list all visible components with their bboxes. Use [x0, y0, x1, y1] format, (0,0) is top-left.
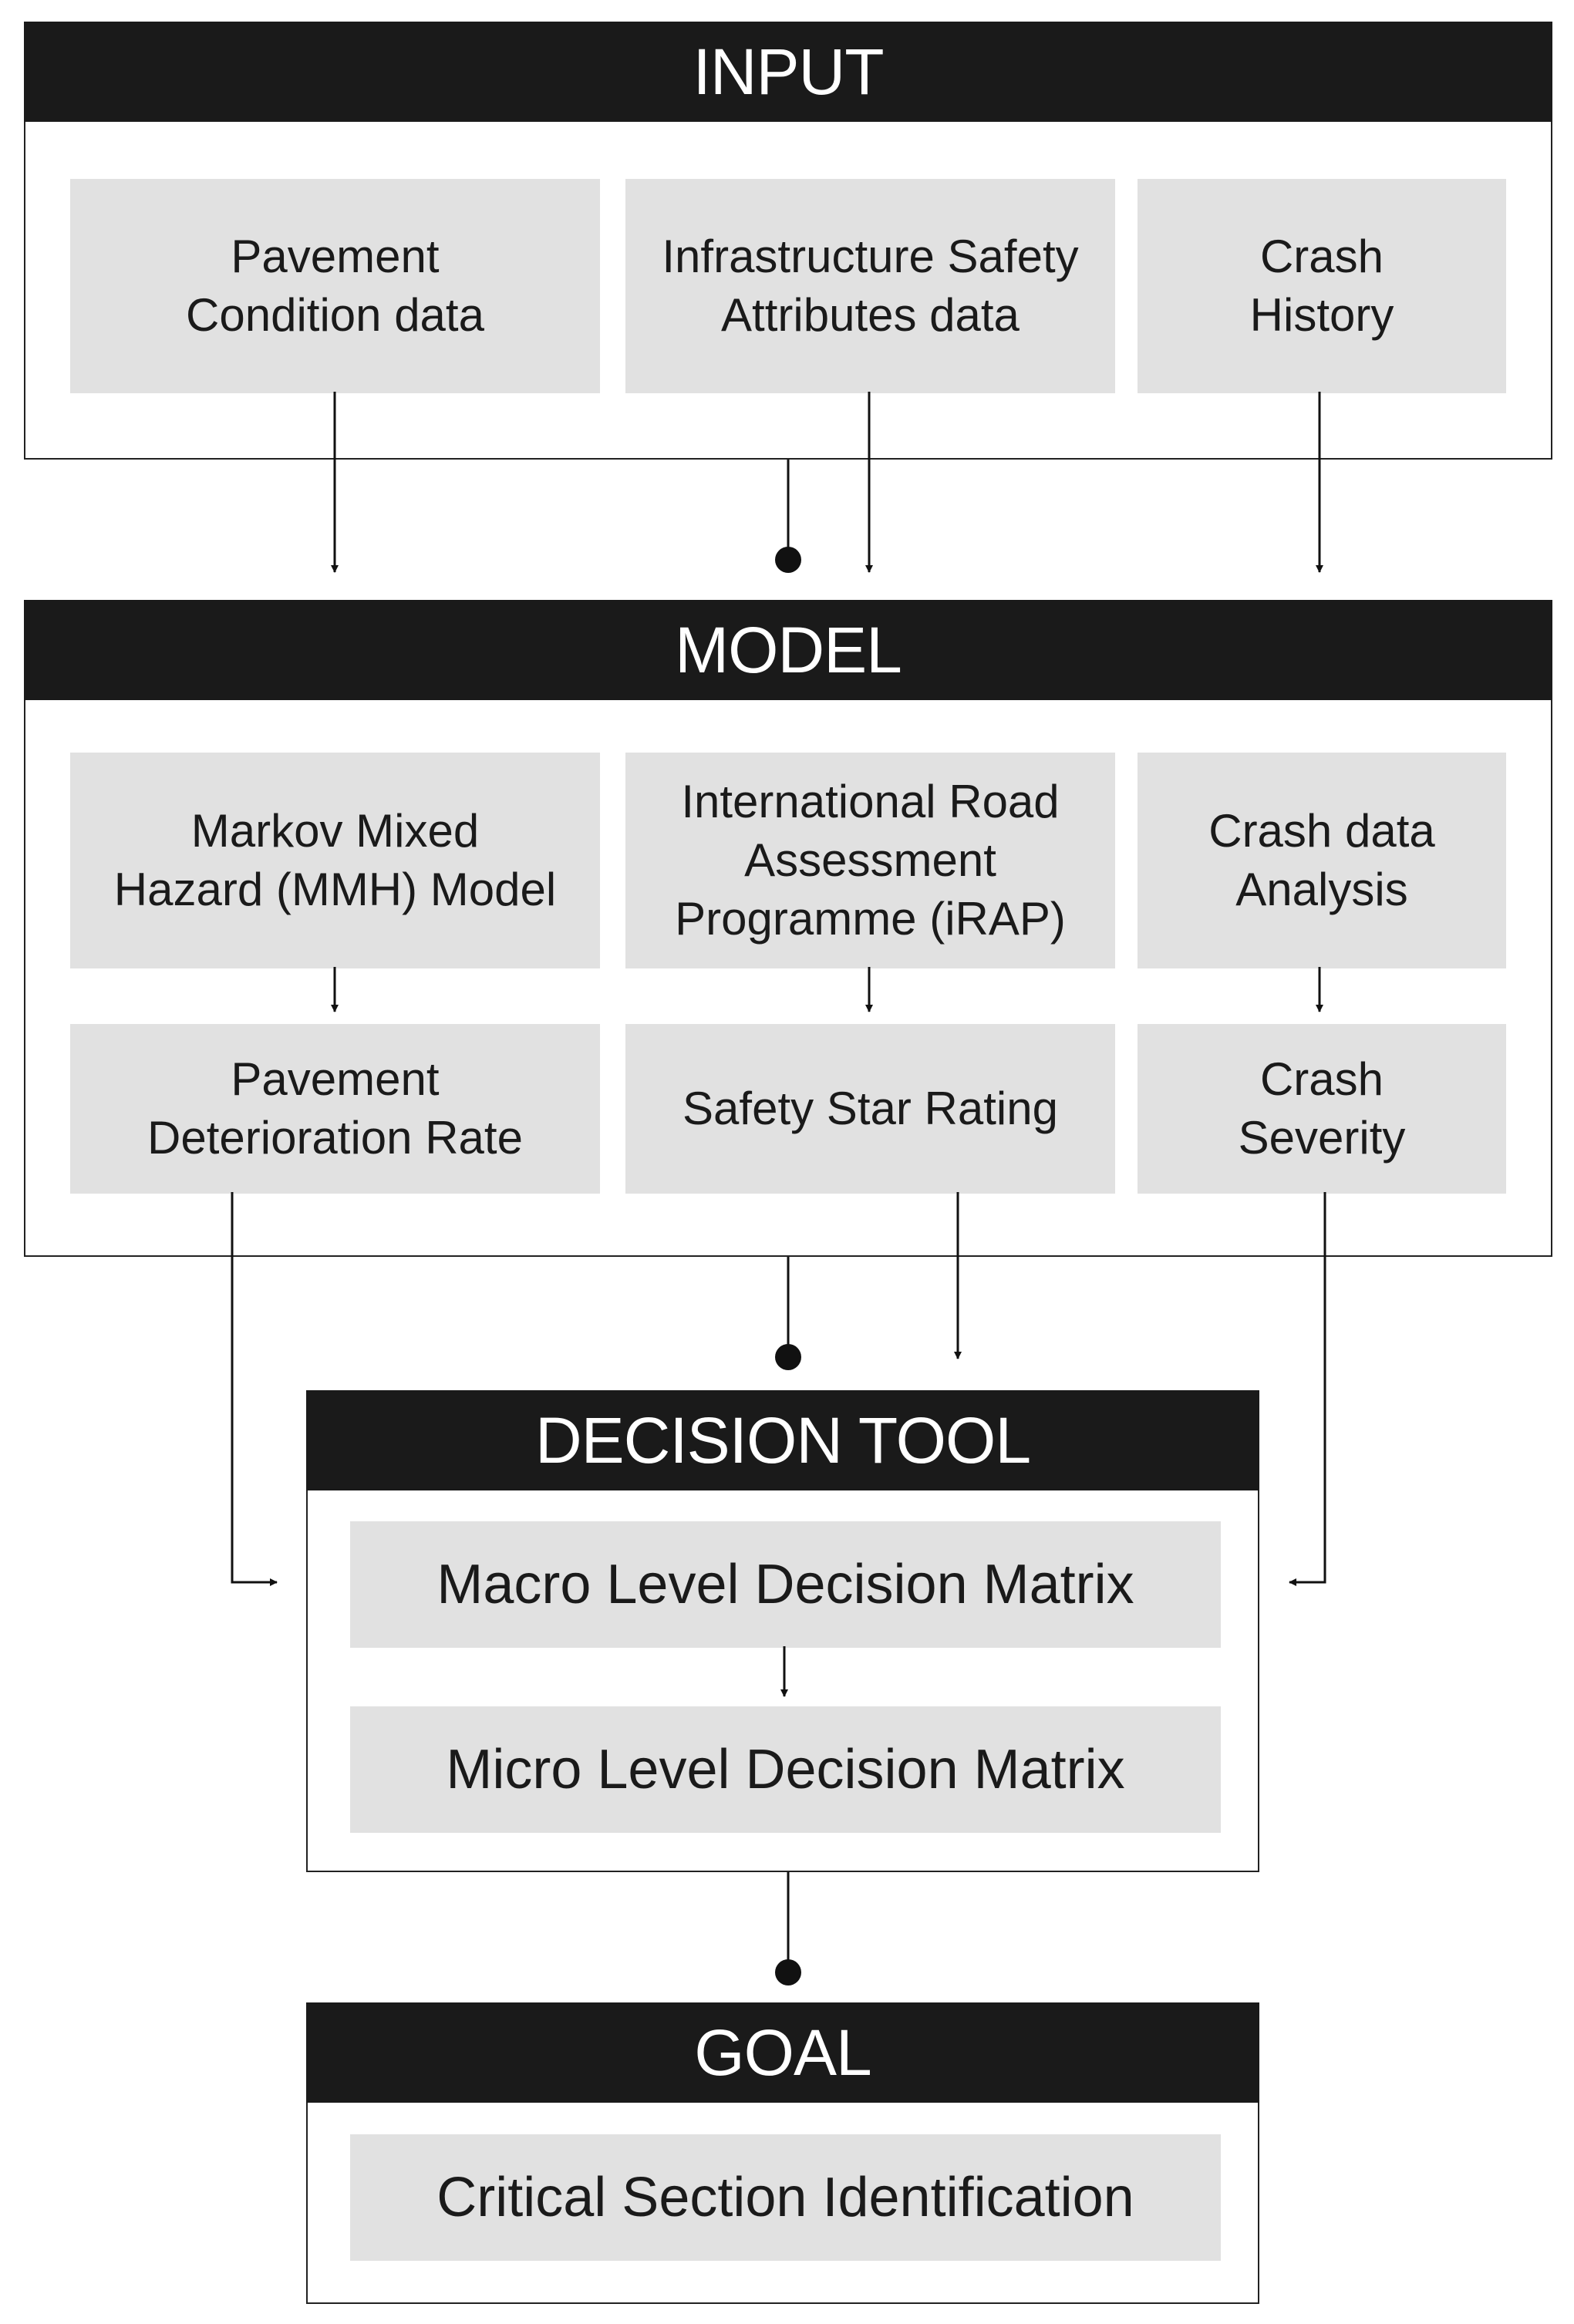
pavement-deterioration-box: Pavement Deterioration Rate	[70, 1024, 600, 1194]
macro-matrix-box: Macro Level Decision Matrix	[350, 1521, 1221, 1648]
critical-section-box: Critical Section Identification	[350, 2134, 1221, 2261]
input-header: INPUT	[24, 22, 1552, 122]
infrastructure-safety-box: Infrastructure Safety Attributes data	[625, 179, 1115, 393]
irap-box: International Road Assessment Programme …	[625, 753, 1115, 968]
junction-dot-model-decision	[775, 1344, 801, 1370]
safety-star-rating-box: Safety Star Rating	[625, 1024, 1115, 1194]
model-header: MODEL	[24, 600, 1552, 700]
goal-header: GOAL	[306, 2002, 1259, 2103]
decision-tool-section: DECISION TOOL Macro Level Decision Matri…	[306, 1390, 1259, 1872]
micro-matrix-box: Micro Level Decision Matrix	[350, 1706, 1221, 1833]
crash-history-box: Crash History	[1138, 179, 1506, 393]
input-section: INPUT Pavement Condition data Infrastruc…	[24, 22, 1552, 460]
goal-section: GOAL Critical Section Identification	[306, 2002, 1259, 2304]
crash-severity-box: Crash Severity	[1138, 1024, 1506, 1194]
model-section: MODEL Markov Mixed Hazard (MMH) Model In…	[24, 600, 1552, 1257]
junction-dot-input-model	[775, 547, 801, 573]
decision-tool-header: DECISION TOOL	[306, 1390, 1259, 1490]
pavement-condition-box: Pavement Condition data	[70, 179, 600, 393]
mmh-model-box: Markov Mixed Hazard (MMH) Model	[70, 753, 600, 968]
junction-dot-decision-goal	[775, 1959, 801, 1986]
crash-data-analysis-box: Crash data Analysis	[1138, 753, 1506, 968]
